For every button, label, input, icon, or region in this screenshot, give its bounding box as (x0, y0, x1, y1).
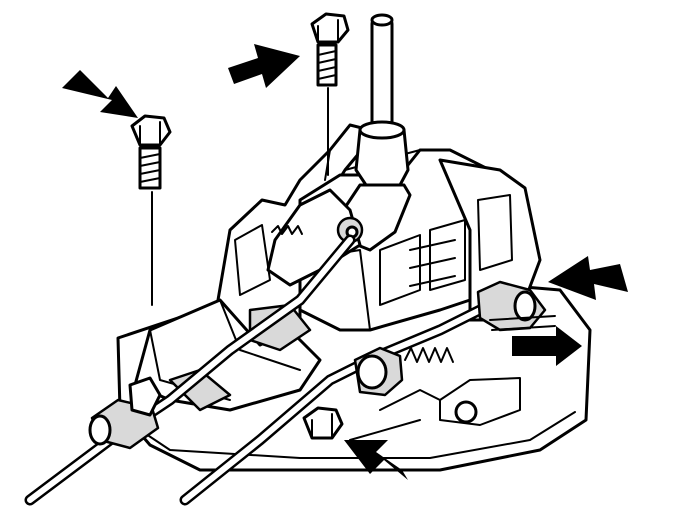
shift-lever-shaft (370, 16, 394, 132)
frame-window-1 (379, 234, 421, 306)
arrow-cable-end-right (548, 256, 628, 300)
cable-sleeve-left-end (88, 414, 112, 446)
bolt-top-center (310, 12, 350, 176)
frame-slot (409, 239, 456, 287)
pivot-spring (271, 225, 303, 235)
shift-lever-top (370, 13, 394, 27)
shift-lever-collar-top (358, 120, 406, 140)
arrow-bolt-top-left (62, 70, 138, 118)
cable-spring (404, 347, 454, 363)
cable-sleeve-center-end (356, 354, 388, 390)
cable-rear (24, 234, 356, 506)
arrow-bolt-bottom-front (344, 440, 408, 480)
base-rib (439, 377, 521, 426)
arrow-cable-release (512, 326, 582, 366)
mount-pocket-2 (168, 368, 232, 412)
lower-bolt-hole (454, 400, 478, 424)
bolt-bottom-front (302, 406, 344, 440)
frame-window-4 (234, 224, 271, 296)
frame-window-2 (429, 219, 466, 291)
base-rib-2 (349, 389, 441, 441)
arrow-bolt-top-center (228, 44, 300, 88)
cable-end-lines (489, 315, 556, 331)
cable-sleeve-left-nut (128, 376, 162, 417)
cable-end-right-eye (513, 290, 537, 322)
bolt-top-left (130, 114, 172, 306)
frame-window-3 (477, 194, 513, 271)
